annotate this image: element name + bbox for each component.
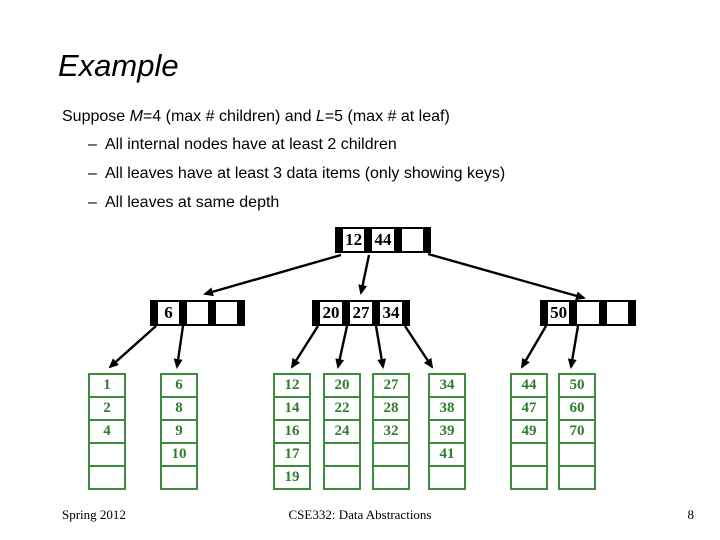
leaf-cell: 14 [273, 396, 311, 421]
leaf-cell: 27 [372, 373, 410, 398]
leaf-cell [558, 442, 596, 467]
footer-page-number: 8 [687, 507, 695, 522]
internal-key-cell: 27 [350, 302, 372, 324]
leaf-node-7: 44 47 49 [510, 373, 548, 490]
internal-key-cell: 34 [380, 302, 402, 324]
leaf-cell: 8 [160, 396, 198, 421]
root-key-cell: 12 [343, 229, 365, 251]
root-key-cell: 44 [372, 229, 394, 251]
leaf-cell: 22 [323, 396, 361, 421]
leaf-cell: 34 [428, 373, 466, 398]
bullet-text: All internal nodes have at least 2 child… [105, 136, 397, 153]
edge-middle-to-leaf6 [403, 325, 434, 369]
edge-right-to-leaf8 [567, 325, 580, 369]
edge-root-to-middle [358, 254, 371, 295]
edge-root-to-right [427, 252, 586, 301]
leaf-cell: 20 [323, 373, 361, 398]
intro-part1: Suppose [62, 108, 130, 125]
slide-footer: Spring 2012 CSE332: Data Abstractions 8 [0, 507, 720, 527]
internal-key-cell [606, 302, 628, 324]
bullet-dash: – [88, 194, 97, 211]
leaf-cell [323, 442, 361, 467]
leaf-cell: 38 [428, 396, 466, 421]
bullet-text: All leaves at same depth [105, 194, 280, 211]
leaf-node-4: 20 22 24 [323, 373, 361, 490]
leaf-cell: 60 [558, 396, 596, 421]
edge-root-to-left [203, 253, 342, 297]
leaf-cell: 41 [428, 442, 466, 467]
edge-middle-to-leaf5 [374, 325, 387, 369]
root-key-cell [401, 229, 423, 251]
bullet-dash: – [88, 165, 97, 182]
edge-left-to-leaf1 [108, 325, 157, 369]
leaf-cell: 49 [510, 419, 548, 444]
bullet-dash: – [88, 136, 97, 153]
leaf-cell: 19 [273, 465, 311, 490]
internal-node-left: 6 [150, 300, 245, 326]
leaf-cell [428, 465, 466, 490]
leaf-cell: 17 [273, 442, 311, 467]
leaf-cell [558, 465, 596, 490]
internal-key-cell [187, 302, 208, 324]
footer-term: Spring 2012 [62, 507, 126, 522]
body-intro: Suppose M=4 (max # children) and L=5 (ma… [62, 108, 450, 126]
intro-part2: =4 (max # children) and [142, 108, 316, 125]
leaf-cell: 39 [428, 419, 466, 444]
internal-node-right: 50 [540, 300, 636, 326]
leaf-cell: 10 [160, 442, 198, 467]
footer-course: CSE332: Data Abstractions [288, 507, 432, 522]
leaf-cell [160, 465, 198, 490]
intro-var-m: M [129, 108, 143, 125]
leaf-node-3: 12 14 16 17 19 [273, 373, 311, 490]
leaf-cell: 44 [510, 373, 548, 398]
leaf-cell: 47 [510, 396, 548, 421]
leaf-cell: 16 [273, 419, 311, 444]
bullet-item: –All internal nodes have at least 2 chil… [88, 136, 397, 154]
leaf-cell: 2 [88, 396, 126, 421]
leaf-cell: 24 [323, 419, 361, 444]
leaf-cell [510, 442, 548, 467]
internal-key-cell: 20 [320, 302, 342, 324]
internal-key-cell: 50 [548, 302, 570, 324]
internal-key-cell [216, 302, 237, 324]
edge-middle-to-leaf4 [335, 325, 349, 369]
leaf-cell: 4 [88, 419, 126, 444]
leaf-node-8: 50 60 70 [558, 373, 596, 490]
bullet-item: –All leaves have at least 3 data items (… [88, 165, 505, 183]
leaf-cell: 70 [558, 419, 596, 444]
leaf-cell: 32 [372, 419, 410, 444]
intro-part3: =5 (max # at leaf) [324, 108, 450, 125]
leaf-node-6: 34 38 39 41 [428, 373, 466, 490]
leaf-cell [510, 465, 548, 490]
leaf-cell [372, 442, 410, 467]
edge-left-to-leaf2 [173, 325, 185, 369]
bullet-item: –All leaves at same depth [88, 194, 279, 212]
leaf-cell: 1 [88, 373, 126, 398]
leaf-node-2: 6 8 9 10 [160, 373, 198, 490]
leaf-cell [88, 442, 126, 467]
internal-node-middle: 20 27 34 [312, 300, 410, 326]
bullet-text: All leaves have at least 3 data items (o… [105, 165, 506, 182]
tree-root-node: 12 44 [335, 227, 431, 253]
edge-right-to-leaf7 [520, 325, 548, 369]
leaf-cell: 50 [558, 373, 596, 398]
slide-title: Example [58, 48, 179, 83]
leaf-cell [88, 465, 126, 490]
intro-var-l: L [315, 108, 325, 125]
leaf-node-1: 1 2 4 [88, 373, 126, 490]
leaf-cell: 6 [160, 373, 198, 398]
edge-middle-to-leaf3 [290, 325, 320, 369]
internal-key-cell: 6 [158, 302, 179, 324]
leaf-cell [372, 465, 410, 490]
internal-key-cell [577, 302, 599, 324]
leaf-node-5: 27 28 32 [372, 373, 410, 490]
leaf-cell: 9 [160, 419, 198, 444]
leaf-cell: 12 [273, 373, 311, 398]
leaf-cell: 28 [372, 396, 410, 421]
leaf-cell [323, 465, 361, 490]
